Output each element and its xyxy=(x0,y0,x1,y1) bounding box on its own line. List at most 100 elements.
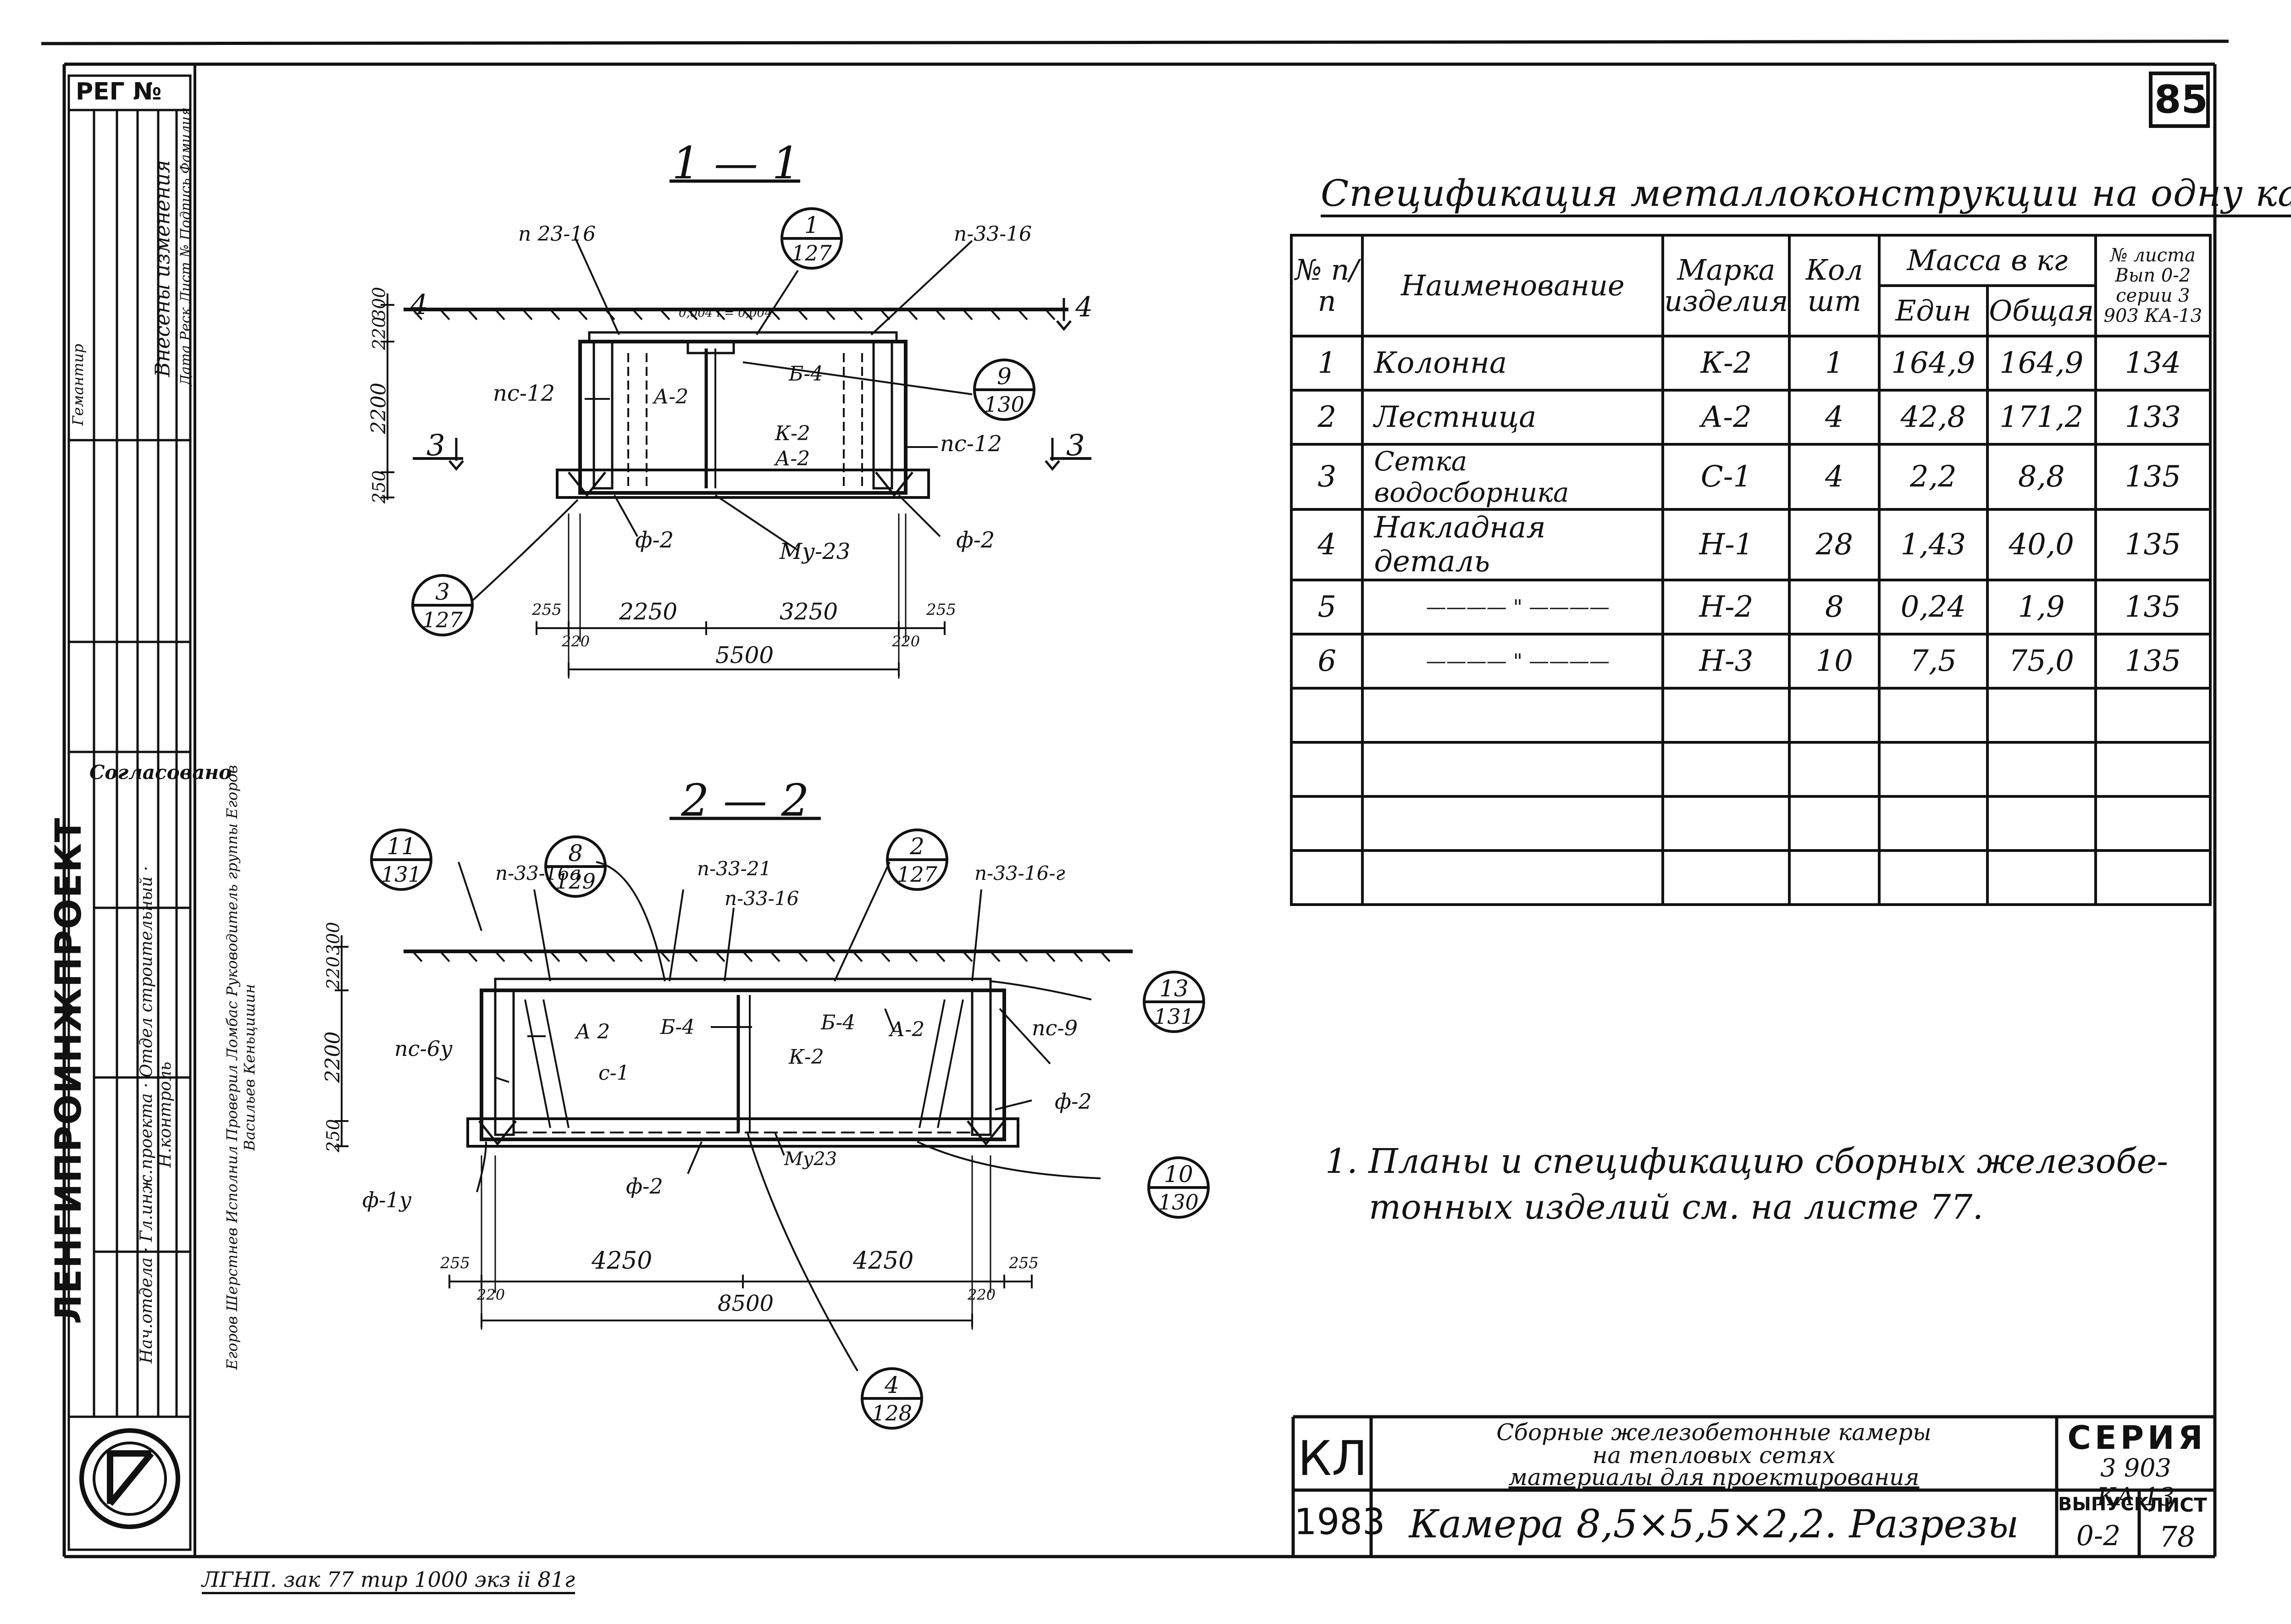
s2-vdim: 2200 xyxy=(321,1031,345,1083)
role-department: Отдел строительный xyxy=(137,876,156,1077)
cell-qty: 10 xyxy=(1788,633,1881,690)
people-lines: Егоров Шерстнев Исполнил Проверил Ломбас… xyxy=(223,758,258,1377)
section-2-drawing xyxy=(335,817,1210,1430)
cell-mark: Н-1 xyxy=(1661,508,1791,581)
list-value: 78 xyxy=(2159,1520,2196,1553)
s2-label: п-33-21 xyxy=(697,857,772,880)
org-emblem xyxy=(79,1428,180,1529)
cell-sheet: 134 xyxy=(2094,335,2212,392)
s2-callout-bottom: 128 xyxy=(872,1401,912,1425)
section-1-ladder-right xyxy=(843,353,863,486)
s2-callout-bottom: 129 xyxy=(555,869,596,894)
s2-vdim: 250 xyxy=(323,1119,343,1153)
table-row: 6 ———— " ———— Н-3 10 7,5 75,0 135 xyxy=(1289,633,2212,690)
s2-callout-bottom: 131 xyxy=(381,862,421,887)
s2-callout-top: 8 xyxy=(568,840,583,867)
s1-label: Б-4 xyxy=(789,362,824,386)
cell-unit: 0,24 xyxy=(1878,579,1989,635)
s2-callout-top: 13 xyxy=(1159,975,1189,1002)
cell-mark: А-2 xyxy=(1661,389,1791,446)
person: Егоров xyxy=(223,1316,241,1370)
cell-sheet: 135 xyxy=(2094,579,2212,635)
spec-table: № п/п Наименование Марка изделия Кол шт … xyxy=(1289,234,2212,906)
cell-total: 171,2 xyxy=(1986,389,2097,446)
s1-dim: 220 xyxy=(562,633,590,650)
s1-callout-bottom: 127 xyxy=(422,608,463,632)
s1-dim: 3250 xyxy=(780,598,838,625)
cell-name: Накладная деталь xyxy=(1361,508,1665,581)
col-qty: Кол шт xyxy=(1788,234,1881,337)
col-mark: Марка изделия xyxy=(1661,234,1791,337)
cell-total: 75,0 xyxy=(1986,633,2097,690)
s2-vdim: 300 xyxy=(323,922,343,956)
s2-label: пс-9 xyxy=(1032,1016,1078,1040)
section-1-beam xyxy=(686,340,735,354)
s2-dim: 220 xyxy=(968,1286,996,1304)
cell-total: 1,9 xyxy=(1986,579,2097,635)
table-row-empty xyxy=(1289,741,2212,798)
s1-callout-top: 9 xyxy=(997,363,1012,390)
table-row-empty xyxy=(1289,849,2212,906)
s2-callout-bottom: 131 xyxy=(1154,1004,1194,1029)
section-1-title: 1 — 1 xyxy=(672,138,800,189)
role-norm-control: Н.контроль xyxy=(156,1061,175,1168)
table-row-empty xyxy=(1289,687,2212,744)
table-row: 4 Накладная деталь Н-1 28 1,43 40,0 135 xyxy=(1289,508,2212,581)
s1-label: ф-2 xyxy=(956,527,995,553)
person: Проверил xyxy=(223,1065,241,1141)
s1-callout-bottom: 130 xyxy=(984,392,1024,417)
s1-vdim: 300 xyxy=(369,287,389,320)
cell-qty: 1 xyxy=(1788,335,1881,392)
section-1-soil-hatch xyxy=(412,309,1056,320)
cell-qty: 4 xyxy=(1788,443,1881,511)
title-block-frame xyxy=(1291,1415,2215,1557)
cell-num: 6 xyxy=(1289,633,1364,690)
s1-section-mark: 3 xyxy=(1066,429,1085,463)
cell-unit: 2,2 xyxy=(1878,443,1989,511)
issue-label: ВЫПУСК xyxy=(2058,1494,2149,1515)
s1-dim: 220 xyxy=(892,633,920,650)
table-row: 3 Сетка водосборника С-1 4 2,2 8,8 135 xyxy=(1289,443,2212,511)
cell-unit: 1,43 xyxy=(1878,508,1989,581)
s1-dim: 5500 xyxy=(715,642,774,668)
s2-dim: 8500 xyxy=(718,1291,774,1316)
note-line-1: 1. Планы и спецификацию сборных железобе… xyxy=(1325,1142,2169,1181)
col-num: № п/п xyxy=(1289,234,1364,337)
section-2-footing xyxy=(466,1117,1019,1148)
person: Исполнил xyxy=(223,1146,241,1223)
changes-header: Внесены изменения xyxy=(151,160,175,377)
person: Васильев xyxy=(241,1079,258,1151)
section-1-roof-slab xyxy=(588,331,898,343)
cell-name: Лестница xyxy=(1361,389,1665,446)
cell-qty: 28 xyxy=(1788,508,1881,581)
s2-label: с-1 xyxy=(598,1061,630,1085)
section-2-roof-slab xyxy=(494,978,992,992)
s2-callout-bottom: 130 xyxy=(1158,1190,1199,1215)
cell-num: 2 xyxy=(1289,389,1364,446)
cell-mark: К-2 xyxy=(1661,335,1791,392)
title-desc-3: материалы для проектирования xyxy=(1508,1464,1920,1491)
table-row-empty xyxy=(1289,795,2212,852)
cell-unit: 164,9 xyxy=(1878,335,1989,392)
spec-title: Спецификация металлоконструкции на одну … xyxy=(1321,172,2291,217)
s2-label: п-33-16а xyxy=(495,862,581,884)
person: Егоров xyxy=(223,765,241,819)
table-row: 1 Колонна К-2 1 164,9 164,9 134 xyxy=(1289,335,2212,392)
s2-callout-bottom: 127 xyxy=(897,862,937,887)
s1-callout-top: 1 xyxy=(804,212,819,238)
s2-callout-top: 10 xyxy=(1164,1161,1193,1188)
s1-section-mark: 3 xyxy=(426,429,445,463)
title-code: КЛ xyxy=(1298,1431,1368,1486)
section-1-right-wall xyxy=(872,340,893,490)
s1-vdim: 220 xyxy=(369,316,389,350)
col-mass-total: Общая xyxy=(1986,284,2097,337)
sheet-number-box xyxy=(2149,72,2210,128)
s1-dim: 255 xyxy=(532,601,562,619)
role-chief-engineer: Гл.инж.проекта xyxy=(137,1093,156,1242)
s1-section-mark: 4 xyxy=(410,289,428,321)
title-desc-2: на тепловых сетях xyxy=(1592,1442,1836,1469)
col-mass: Масса в кг xyxy=(1878,234,2097,287)
s1-dim: 255 xyxy=(926,601,956,619)
reg-label: РЕГ № xyxy=(76,78,162,105)
